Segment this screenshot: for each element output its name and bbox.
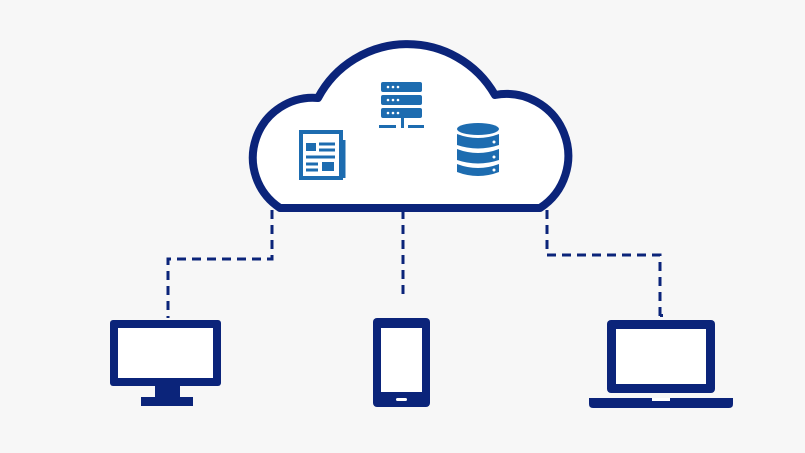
- server-icon: [379, 82, 424, 128]
- connector-laptop: [545, 210, 662, 318]
- database-icon: [457, 123, 499, 176]
- newspaper-icon: [299, 130, 346, 180]
- laptop-icon: [589, 314, 733, 408]
- connector-desktop: [166, 210, 274, 318]
- desktop-monitor-icon: [110, 320, 221, 406]
- connector-lines: [166, 210, 662, 318]
- smartphone-icon: [373, 318, 430, 407]
